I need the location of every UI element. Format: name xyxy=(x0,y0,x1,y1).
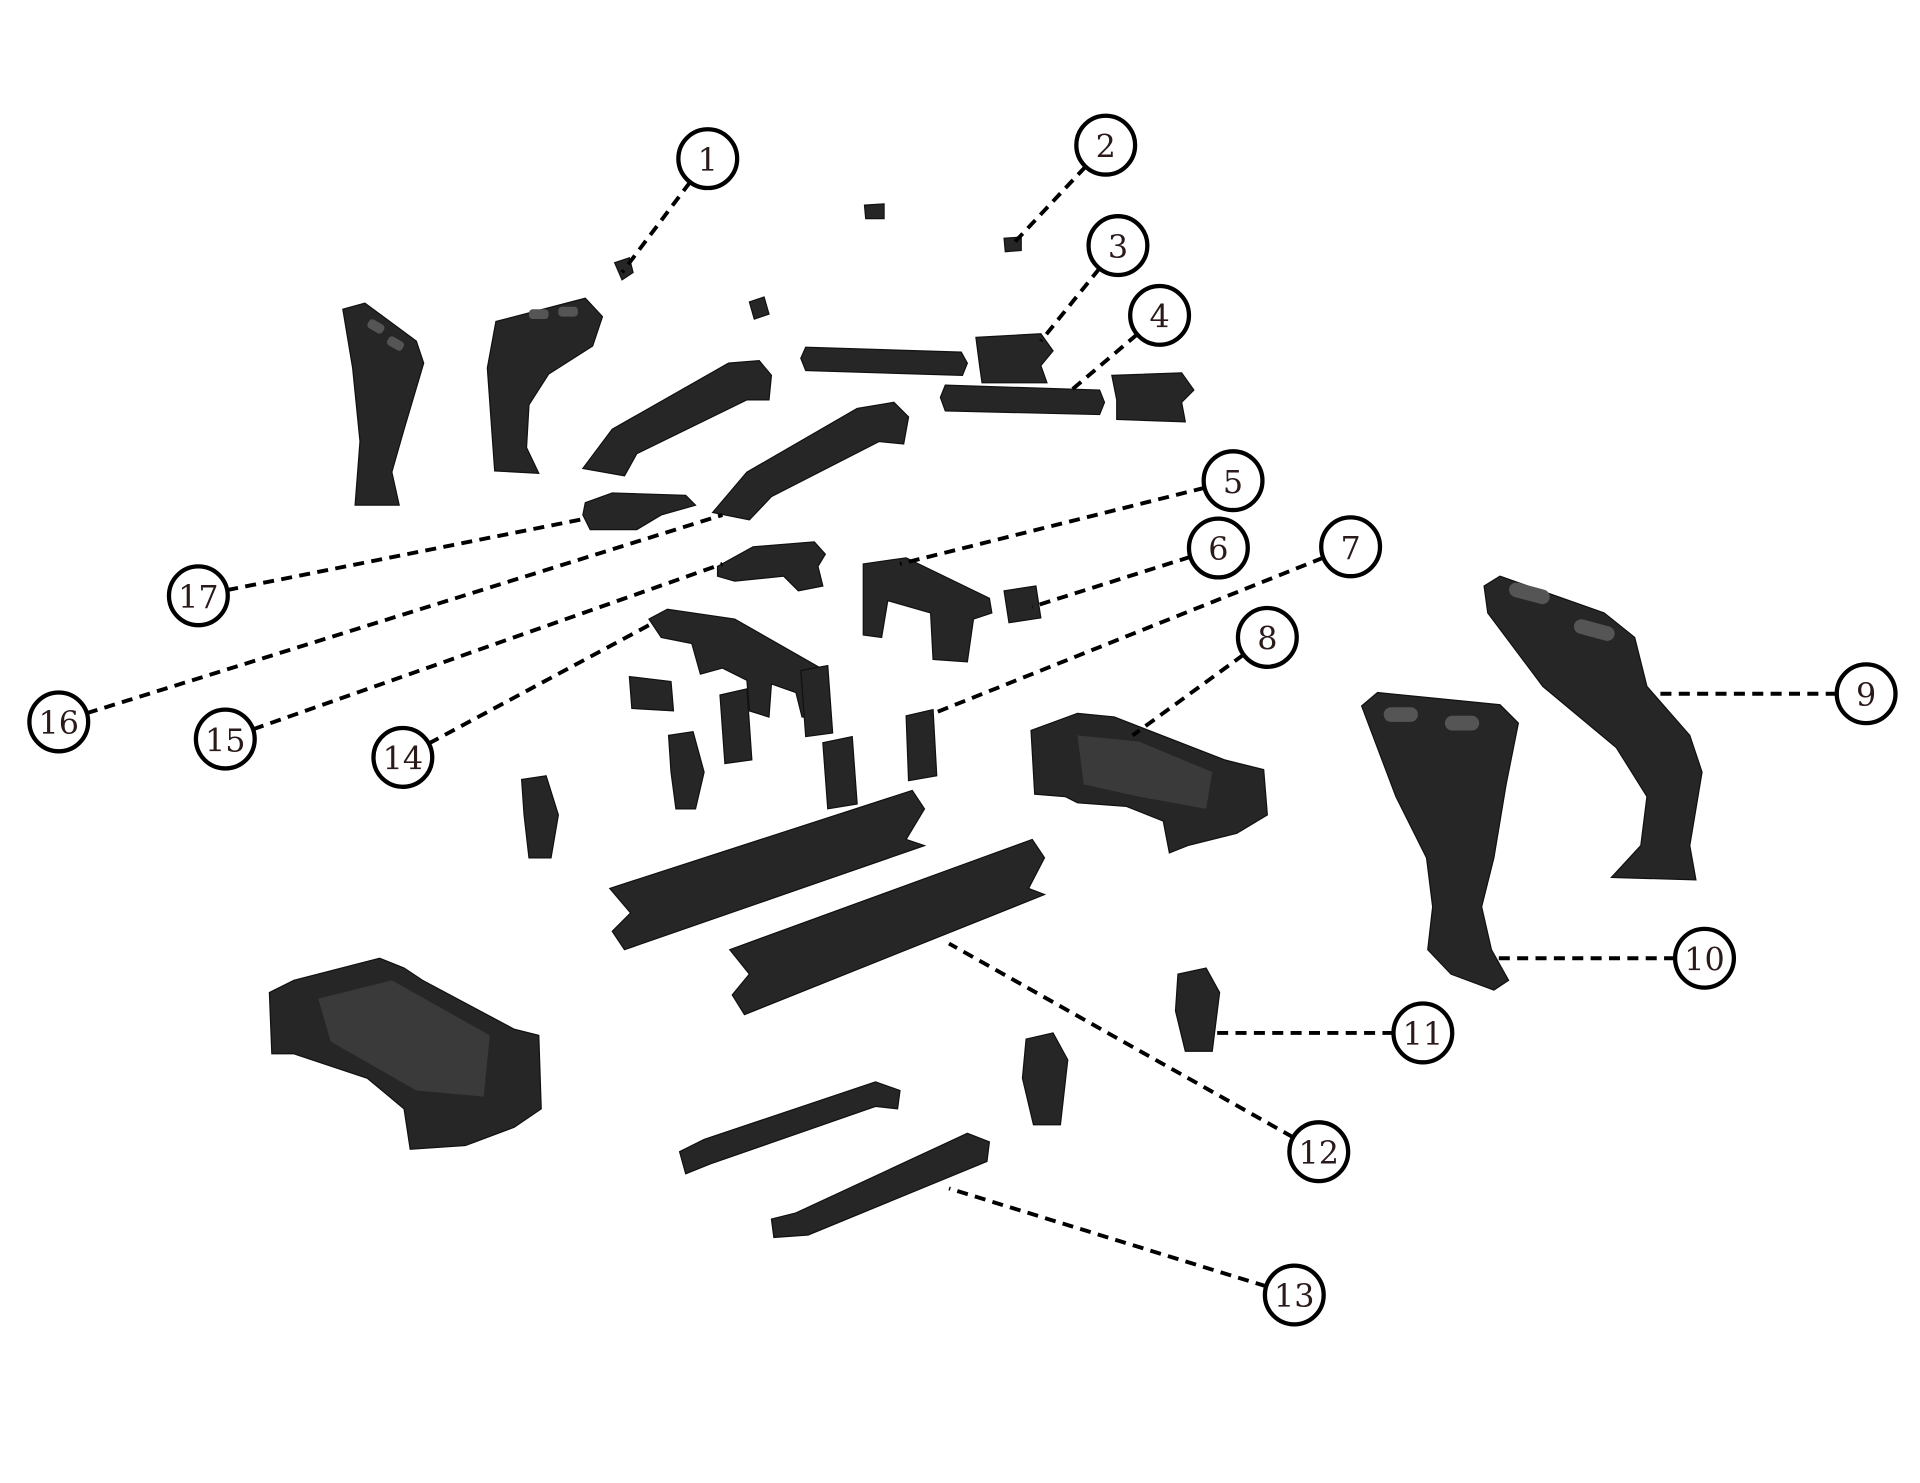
callout-2: 2 xyxy=(1010,113,1138,247)
callout-circle xyxy=(1672,926,1737,990)
part-main-tube-upper xyxy=(608,789,927,951)
leader-line xyxy=(899,485,1206,566)
callout-label: 15 xyxy=(205,721,246,759)
callout-label: 4 xyxy=(1149,298,1169,336)
part-mount-frame-14 xyxy=(648,608,824,718)
callout-11: 11 xyxy=(1214,1001,1455,1065)
callout-circle xyxy=(1287,1120,1351,1184)
callout-label: 11 xyxy=(1403,1015,1444,1053)
part-clamp-right xyxy=(1111,372,1195,423)
leader-line xyxy=(948,1186,1267,1289)
leader-line xyxy=(620,180,692,274)
leader-line xyxy=(252,562,724,732)
callout-14: 14 xyxy=(371,623,650,789)
callout-9: 9 xyxy=(1655,662,1898,726)
callout-circle xyxy=(1319,515,1383,579)
callout-4: 4 xyxy=(1070,283,1192,392)
leader-line xyxy=(1010,165,1088,247)
part-hinge-11 xyxy=(1174,967,1221,1052)
leader-line xyxy=(1031,555,1191,609)
callout-circle xyxy=(1074,113,1138,177)
leader-line xyxy=(929,555,1325,717)
callout-7: 7 xyxy=(929,515,1383,717)
callout-circle xyxy=(371,725,435,789)
part-main-tube-12 xyxy=(728,838,1047,1016)
part-pivot-disc-15 xyxy=(716,541,827,592)
callout-label: 10 xyxy=(1684,940,1725,978)
leader-line xyxy=(1131,653,1245,737)
callout-label: 8 xyxy=(1257,620,1277,658)
part-tube-4 xyxy=(939,384,1106,416)
callout-circle xyxy=(1235,605,1299,669)
callout-label: 1 xyxy=(698,141,718,179)
callout-circle xyxy=(1186,516,1250,580)
leader-line xyxy=(86,513,724,716)
leader-line xyxy=(948,941,1295,1139)
leader-line xyxy=(1070,332,1139,392)
part-clip-a xyxy=(628,675,675,712)
callout-circle xyxy=(1201,449,1265,513)
callout-circle xyxy=(1128,283,1192,347)
callout-3: 3 xyxy=(1039,214,1150,343)
part-armrest-upper xyxy=(581,360,773,477)
leader-line xyxy=(1039,267,1102,343)
part-latch-b xyxy=(800,664,834,738)
part-side-frame-9 xyxy=(1483,575,1703,881)
part-hinge-lower xyxy=(1021,1032,1069,1126)
callout-15: 15 xyxy=(193,562,724,771)
part-tube-upper xyxy=(800,346,969,377)
callout-label: 9 xyxy=(1856,676,1876,714)
part-latch-7 xyxy=(905,708,938,782)
callout-6: 6 xyxy=(1031,516,1250,609)
callout-12: 12 xyxy=(948,941,1351,1184)
callout-circle xyxy=(27,690,91,754)
callout-13: 13 xyxy=(948,1186,1326,1327)
callout-5: 5 xyxy=(899,449,1265,566)
callout-1: 1 xyxy=(620,127,740,274)
callout-label: 7 xyxy=(1340,529,1360,567)
part-armrest-16 xyxy=(711,401,910,521)
part-side-frame-10 xyxy=(1360,691,1520,991)
part-latch-c xyxy=(822,735,858,810)
part-small-clip-mid xyxy=(748,296,770,320)
part-clamp-3 xyxy=(975,333,1054,384)
callout-label: 5 xyxy=(1223,463,1243,501)
part-left-bracket xyxy=(486,297,604,475)
callout-label: 12 xyxy=(1299,1134,1340,1172)
callout-circle xyxy=(676,127,740,191)
callout-17: 17 xyxy=(166,516,586,628)
part-hinge-a xyxy=(667,731,705,810)
callout-label: 13 xyxy=(1274,1277,1315,1315)
callout-label: 16 xyxy=(39,704,80,742)
part-small-cap-top xyxy=(863,203,885,220)
callout-8: 8 xyxy=(1131,605,1299,737)
callout-circle xyxy=(1262,1263,1326,1327)
part-hinge-b xyxy=(520,775,559,859)
part-connector-6 xyxy=(1003,585,1042,624)
part-cover-5 xyxy=(862,557,993,663)
part-left-plate xyxy=(342,302,425,506)
part-rail-upper xyxy=(678,1081,901,1175)
callout-label: 14 xyxy=(383,740,424,778)
parts-group xyxy=(268,203,1703,1239)
leader-line xyxy=(226,516,586,592)
callout-circle xyxy=(1391,1001,1455,1065)
callout-16: 16 xyxy=(27,513,724,754)
callout-label: 3 xyxy=(1108,228,1128,266)
part-rail-13 xyxy=(770,1132,991,1239)
part-latch-a xyxy=(719,688,753,765)
callout-label: 17 xyxy=(178,578,219,616)
callout-label: 2 xyxy=(1096,127,1116,165)
callout-circle xyxy=(1086,214,1150,278)
callout-circle xyxy=(1834,662,1898,726)
callout-label: 6 xyxy=(1208,530,1228,568)
part-armrest-base-17 xyxy=(582,492,697,531)
callout-circle xyxy=(166,564,230,628)
callout-circle xyxy=(193,707,257,771)
callout-10: 10 xyxy=(1496,926,1737,990)
leader-line xyxy=(427,623,650,746)
